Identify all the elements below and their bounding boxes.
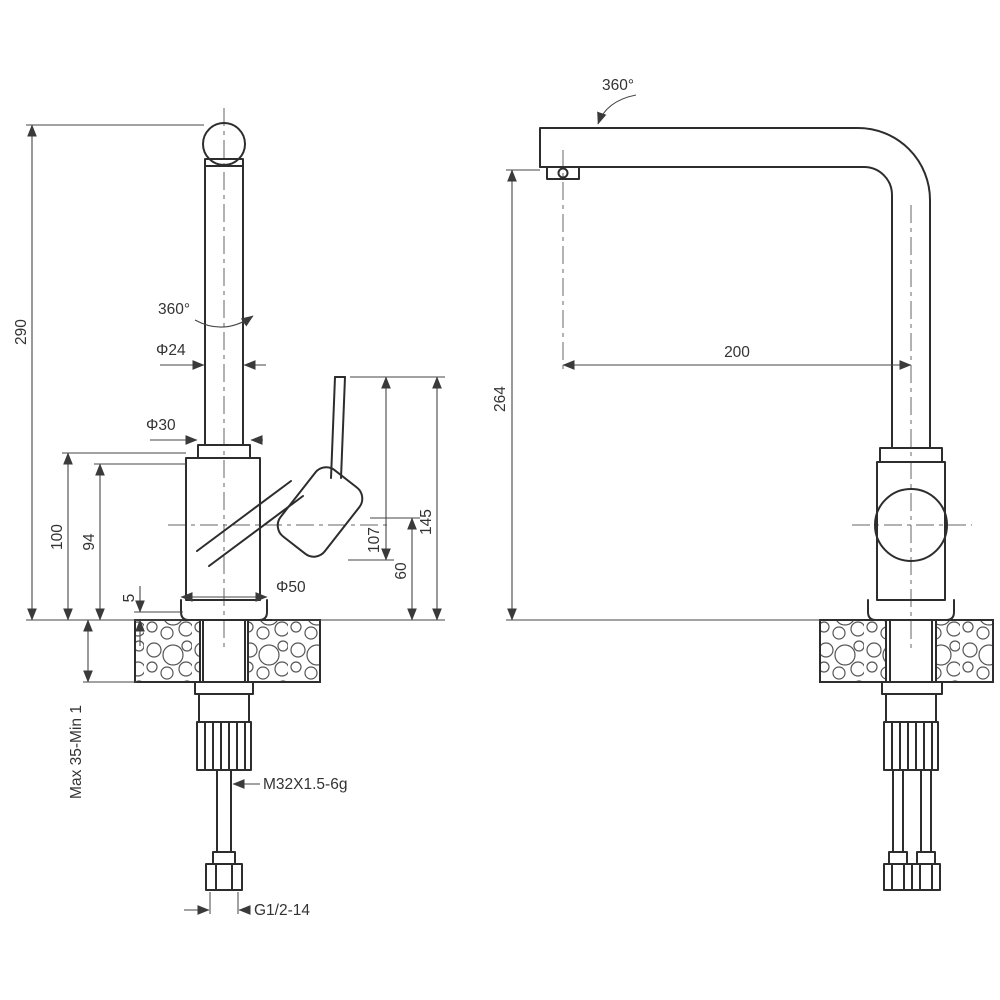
total-height-label: 290: [13, 319, 30, 345]
side-faucet-outline: [539, 127, 955, 891]
countertop-section: [935, 619, 994, 683]
spout-outer-profile: [539, 127, 931, 449]
front-faucet-outline: [180, 122, 364, 891]
side-dimensions: 360° 200 264: [492, 77, 912, 621]
handle-lever: [330, 376, 336, 479]
mounting-washer: [194, 681, 254, 695]
ribbed-fixing-nut: [196, 721, 252, 771]
front-rotation-label: 360°: [158, 301, 190, 318]
spout-inner-profile: [539, 166, 893, 449]
front-view: 360° Φ24 Φ30 Φ50 290 100 94: [13, 108, 445, 919]
side-mounting-washer: [881, 681, 943, 695]
side-hose-hex-fitting: [883, 863, 913, 891]
front-dimensions: 360° Φ24 Φ30 Φ50 290 100 94: [13, 124, 445, 919]
side-mounting-nut: [885, 693, 937, 723]
side-view: 360° 200 264: [492, 77, 994, 891]
aerator-detail: [557, 167, 569, 179]
side-hose-connector: [916, 851, 936, 865]
body-diameter-label: Φ30: [146, 417, 176, 434]
side-centerlines: [562, 150, 972, 648]
handle-lever: [340, 376, 346, 479]
handle-joint-line: [196, 480, 292, 552]
rotation-arrow: [597, 94, 637, 125]
hose-connector: [212, 851, 236, 865]
faucet-body: [185, 457, 261, 601]
handle-height-label: 107: [366, 527, 383, 553]
side-hose-hex-fitting: [911, 863, 941, 891]
side-hose-connector: [888, 851, 908, 865]
mount-thread-label: M32X1.5-6g: [263, 776, 347, 793]
side-ribbed-fixing-nut: [883, 721, 939, 771]
side-rotation-label: 360°: [602, 77, 634, 94]
handle-axis-height-label: 60: [393, 562, 410, 580]
spout-height-label: 264: [492, 386, 509, 412]
side-body: [876, 461, 946, 601]
spout-reach-label: 200: [724, 344, 750, 361]
body-height-label: 100: [49, 524, 66, 550]
base-flange: [180, 599, 268, 621]
front-centerlines: [168, 108, 392, 648]
hose-thread-label: G1/2-14: [254, 902, 310, 919]
front-countertop: [134, 619, 321, 683]
hose-hex-fitting: [205, 863, 243, 891]
aerator-outlet: [546, 166, 580, 180]
mounting-nut: [198, 693, 250, 723]
base-lip-label: 5: [121, 594, 138, 603]
countertop-section: [819, 619, 887, 683]
body-height2-label: 94: [81, 533, 98, 551]
base-diameter-label: Φ50: [276, 579, 306, 596]
countertop-section: [134, 619, 201, 683]
side-base-flange: [867, 599, 955, 621]
lever-top-height-label: 145: [418, 509, 435, 535]
side-countertop: [819, 619, 994, 683]
mount-range-label: Max 35-Min 1: [68, 705, 85, 799]
countertop-section: [247, 619, 321, 683]
rotation-arrow: [194, 315, 254, 328]
spout-diameter-label: Φ24: [156, 342, 186, 359]
handle-boss: [276, 466, 364, 558]
handle-pivot-cap: [874, 488, 948, 562]
